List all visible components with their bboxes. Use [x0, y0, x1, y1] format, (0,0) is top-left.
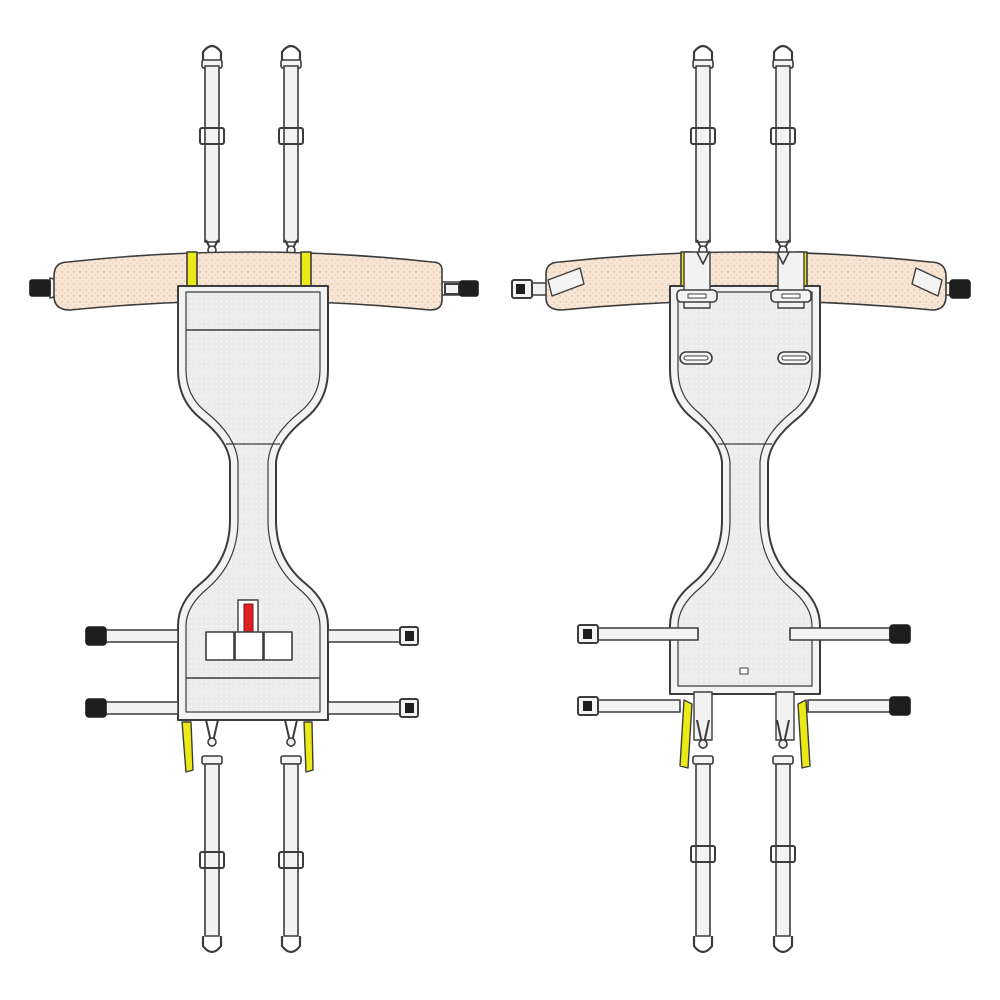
back-bottom-left-strap	[679, 691, 716, 954]
back-view	[511, 44, 971, 954]
d-ring-icon	[692, 936, 714, 954]
front-top-right-strap	[278, 44, 304, 255]
front-shoulder-pad	[29, 251, 479, 311]
back-body-panel	[669, 251, 821, 695]
buckle-icon	[889, 624, 911, 644]
d-ring-icon	[201, 936, 223, 954]
front-pocket	[205, 599, 293, 661]
back-bottom-right-strap	[770, 691, 811, 954]
buckle-icon	[459, 280, 479, 297]
back-side-straps	[577, 624, 911, 716]
front-body-panel	[177, 285, 329, 721]
d-ring-icon	[280, 936, 302, 954]
d-ring-icon	[201, 44, 223, 62]
front-top-left-strap	[199, 44, 225, 255]
back-top-right-strap	[770, 44, 796, 255]
front-side-straps	[85, 626, 419, 718]
buckle-icon	[85, 698, 107, 718]
front-view	[29, 44, 479, 954]
front-bottom-left-strap	[181, 719, 225, 954]
red-tag	[243, 603, 254, 633]
front-bottom-right-strap	[278, 719, 314, 954]
buckle-icon	[889, 696, 911, 716]
back-top-left-strap	[690, 44, 716, 255]
d-ring-icon	[772, 936, 794, 954]
buckle-icon	[85, 626, 107, 646]
buckle-icon	[949, 279, 971, 299]
d-ring-icon	[692, 44, 714, 62]
buckle-icon	[29, 279, 51, 297]
d-ring-icon	[772, 44, 794, 62]
d-ring-icon	[280, 44, 302, 62]
yellow-loop	[186, 251, 198, 291]
yellow-loop	[300, 251, 312, 291]
size-tag	[739, 667, 749, 675]
